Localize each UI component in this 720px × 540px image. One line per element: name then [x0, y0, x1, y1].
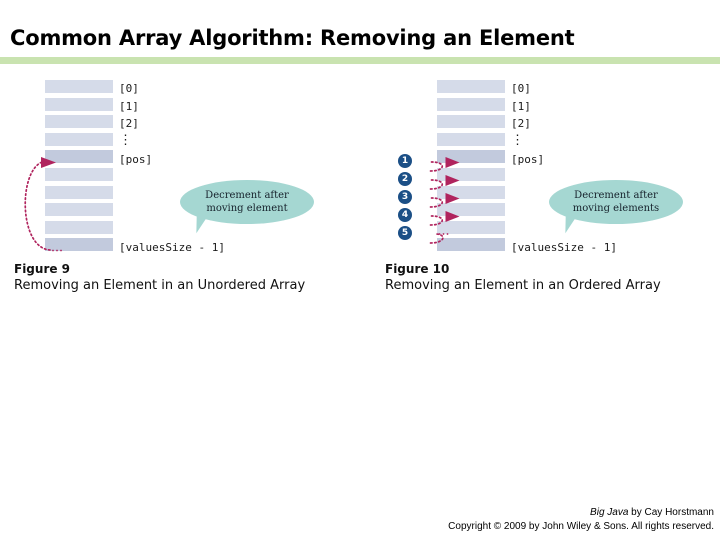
figure-unordered-array: [0] [1] [2] ⋮ [pos] [valuesSize - 1] Dec… [14, 70, 374, 300]
array-cell [45, 203, 113, 217]
array-cell [437, 185, 505, 199]
index-label-ellipsis: ⋮ [119, 132, 132, 148]
callout-line-2: moving element [206, 203, 288, 214]
array-cell [437, 97, 505, 111]
array-cell [45, 80, 113, 93]
array-cell-last [437, 238, 505, 252]
index-label-pos: [pos] [511, 153, 545, 167]
footer-copyright: Copyright © 2009 by John Wiley & Sons. A… [448, 521, 714, 532]
index-label-pos: [pos] [119, 153, 153, 167]
index-label-last: [valuesSize - 1] [119, 241, 225, 255]
index-label: [0] [511, 82, 531, 95]
book-title: Big Java [590, 507, 629, 518]
array-cell [45, 132, 113, 146]
array-index-labels-left: [0] [1] [2] ⋮ [pos] [valuesSize - 1] [119, 80, 225, 257]
array-cells-right [437, 80, 505, 256]
figure-caption-left: Figure 9 Removing an Element in an Unord… [14, 262, 305, 293]
figure-caption-text: Removing an Element in an Ordered Array [385, 278, 661, 293]
array-cell [45, 185, 113, 199]
array-cell [437, 132, 505, 146]
array-cell-pos [45, 150, 113, 164]
callout-decrement-right: Decrement after moving elements [549, 180, 683, 236]
index-label-ellipsis: ⋮ [511, 132, 524, 148]
step-badge-5: 5 [398, 226, 412, 240]
array-cell [437, 80, 505, 93]
index-label: [1] [119, 99, 139, 113]
callout-bubble: Decrement after moving elements [549, 180, 683, 224]
callout-decrement-left: Decrement after moving element [180, 180, 314, 236]
figure-caption-text: Removing an Element in an Unordered Arra… [14, 278, 306, 293]
book-byline: by Cay Horstmann [628, 507, 714, 518]
figure-ordered-array: [0] [1] [2] ⋮ [pos] [valuesSize - 1] 1 2… [385, 70, 720, 300]
index-label [119, 222, 225, 240]
footer-attribution: Big Java by Cay Horstmann [448, 506, 714, 520]
step-badge-3: 3 [398, 190, 412, 204]
slide-footer: Big Java by Cay Horstmann Copyright © 20… [448, 506, 714, 534]
index-label: [2] [511, 117, 531, 131]
step-badge-1: 1 [398, 154, 412, 168]
index-label-last: [valuesSize - 1] [511, 241, 617, 255]
step-badge-4: 4 [398, 208, 412, 222]
array-cell [437, 167, 505, 181]
array-cell [45, 167, 113, 181]
callout-line-2: moving elements [572, 203, 660, 214]
callout-line-1: Decrement after [205, 190, 289, 201]
title-divider [0, 57, 720, 64]
figure-caption-right: Figure 10 Removing an Element in an Orde… [385, 262, 661, 293]
array-cell [437, 115, 505, 129]
array-cell-pos [437, 150, 505, 164]
array-cell [45, 97, 113, 111]
array-cell [437, 220, 505, 234]
step-badge-2: 2 [398, 172, 412, 186]
index-label: [1] [511, 99, 531, 113]
array-index-labels-right: [0] [1] [2] ⋮ [pos] [valuesSize - 1] [511, 80, 617, 257]
array-cell-last [45, 238, 113, 252]
array-cell [45, 220, 113, 234]
array-cells-left [45, 80, 113, 256]
figure-number: Figure 10 [385, 262, 450, 276]
array-cell [437, 203, 505, 217]
array-cell [45, 115, 113, 129]
page-title: Common Array Algorithm: Removing an Elem… [10, 26, 575, 50]
index-label: [0] [119, 82, 139, 95]
index-label: [2] [119, 117, 139, 131]
callout-bubble: Decrement after moving element [180, 180, 314, 224]
figure-number: Figure 9 [14, 262, 71, 276]
callout-line-1: Decrement after [574, 190, 658, 201]
